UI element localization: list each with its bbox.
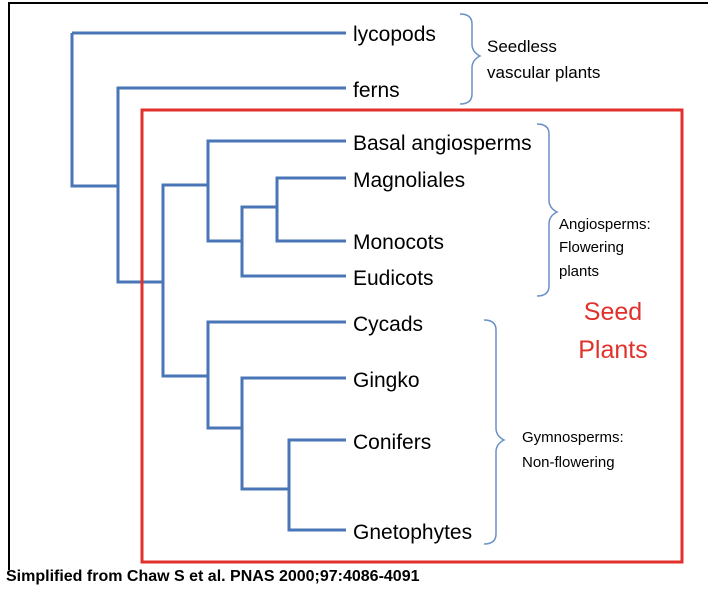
branch-gingko-conifer — [240, 376, 346, 491]
angiosperms-label-line-3: plants — [559, 263, 599, 280]
branch-root — [70, 33, 118, 188]
branch-conifers-gnetophytes — [287, 438, 346, 532]
seed-plants-label-line-1: Seed — [584, 298, 642, 326]
label-gnetophytes: Gnetophytes — [353, 521, 472, 544]
gymnosperms-bracket — [483, 319, 506, 545]
angiosperms-bracket — [536, 123, 559, 297]
label-monocots: Monocots — [353, 231, 444, 254]
label-ferns: ferns — [353, 79, 400, 102]
angiosperms-label-line-2: Flowering — [559, 239, 624, 256]
seedless-label-line-2: vascular plants — [487, 63, 600, 82]
seedless-label-line-1: Seedless — [487, 37, 557, 56]
branch-magnoliales-monocots — [275, 176, 346, 243]
branch-angiosperms — [206, 139, 346, 243]
label-magnoliales: Magnoliales — [353, 169, 465, 192]
gymnosperms-label-line-2: Non-flowering — [522, 454, 615, 471]
gymnosperms-label-line-1: Gymnosperms: — [522, 429, 624, 446]
label-lycopods: lycopods — [353, 23, 436, 46]
label-basal-angiosperms: Basal angiosperms — [353, 132, 532, 155]
label-gingko: Gingko — [353, 369, 420, 392]
label-conifers: Conifers — [353, 431, 431, 454]
branch-gymnosperms — [206, 320, 346, 430]
tree-branches — [70, 31, 346, 532]
label-eudicots: Eudicots — [353, 267, 434, 290]
source-caption: Simplified from Chaw S et al. PNAS 2000;… — [6, 568, 420, 585]
label-cycads: Cycads — [353, 313, 423, 336]
angiosperms-label-line-1: Angiosperms: — [559, 216, 651, 233]
branch-ferns — [116, 86, 346, 284]
seed-plants-label-line-2: Plants — [578, 336, 647, 364]
seed-plants-box — [140, 108, 684, 564]
branch-seed-plants — [161, 183, 208, 378]
branch-magnolia-eudicot — [240, 205, 346, 278]
seedless-bracket — [459, 13, 482, 105]
